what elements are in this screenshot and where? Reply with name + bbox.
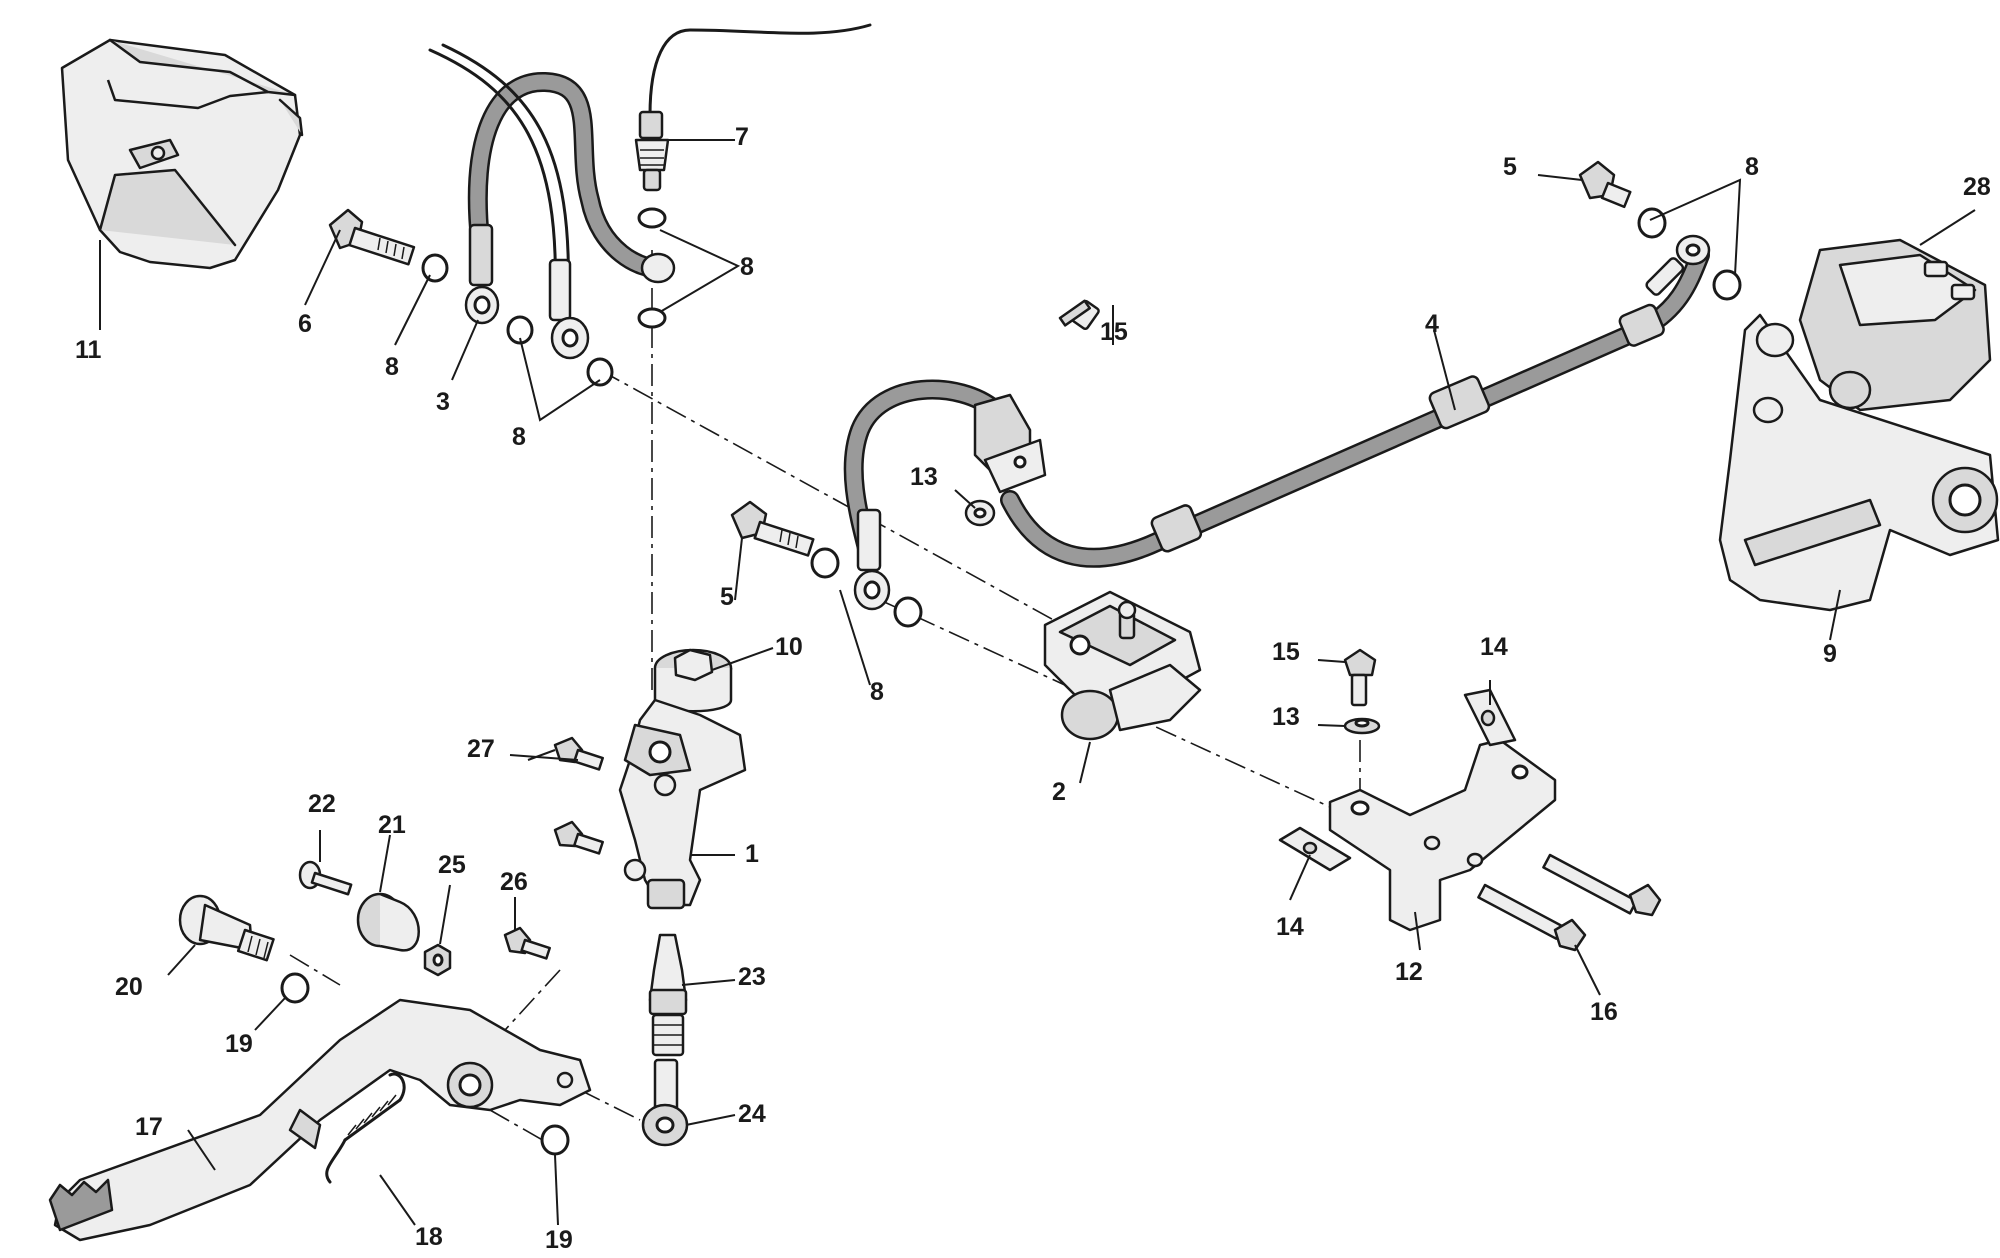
callout-18: 18: [415, 1223, 443, 1251]
part-17-brake-pedal: [48, 998, 592, 1242]
callout-28: 28: [1963, 173, 1991, 201]
leader-lines: [99, 139, 1976, 1226]
callout-16: 16: [1590, 998, 1618, 1026]
part-26-bolt: [503, 926, 551, 960]
callout-25: 25: [438, 851, 466, 879]
callout-15-top: 15: [1100, 318, 1128, 346]
part-13-washer-lower: [1343, 717, 1381, 735]
part-18-return-spring: [325, 1072, 406, 1184]
part-7-hose-fitting: [634, 110, 670, 192]
part-16-bracket-bolts: [1477, 853, 1662, 952]
part-9-caliper-bracket: [1718, 313, 2000, 612]
part-19-circlip-upper: [280, 972, 310, 1004]
callout-7: 7: [735, 123, 749, 151]
hose-middle: [843, 379, 1005, 611]
part-21-bushing: [356, 892, 420, 952]
part-27-mounting-bolts: [553, 736, 604, 855]
callout-12: 12: [1395, 958, 1423, 986]
part-6-banjo-bolt: [328, 208, 416, 266]
callout-15-lower: 15: [1272, 638, 1300, 666]
callout-5-right: 5: [1503, 153, 1517, 181]
callout-26: 26: [500, 868, 528, 896]
callout-8-a: 8: [385, 353, 399, 381]
washers-middle: [810, 547, 923, 628]
callout-10: 10: [775, 633, 803, 661]
callout-8-d: 8: [870, 678, 884, 706]
callout-4: 4: [1425, 310, 1439, 338]
callout-8-c: 8: [740, 253, 754, 281]
part-19-circlip-lower: [540, 1124, 570, 1156]
callout-1: 1: [745, 840, 759, 868]
part-28-caliper-body: [1752, 238, 1992, 424]
part-11-guard-cover: [60, 38, 304, 270]
part-15-bolt-top: [1058, 299, 1100, 331]
part-10-reservoir-cap: [653, 648, 733, 713]
callout-19-upper: 19: [225, 1030, 253, 1058]
callout-24: 24: [738, 1100, 766, 1128]
part-15-bolt-lower: [1343, 648, 1377, 707]
callout-27: 27: [467, 735, 495, 763]
part-12-mounting-bracket: [1328, 738, 1557, 932]
part-3-banjo-fitting: [464, 223, 590, 360]
callout-22: 22: [308, 790, 336, 818]
callout-8-e: 8: [1745, 153, 1759, 181]
part-24-clevis: [641, 1058, 689, 1147]
callout-21: 21: [378, 811, 406, 839]
part-23-pushrod: [648, 933, 688, 1057]
callout-5-middle: 5: [720, 583, 734, 611]
callout-9: 9: [1823, 640, 1837, 668]
callout-2: 2: [1052, 778, 1066, 806]
part-14-clip-lower: [1278, 826, 1352, 872]
hose-clamp-bracket: [973, 393, 1047, 494]
part-25-nut: [423, 943, 452, 977]
part-5-banjo-bolt-right: [1578, 160, 1632, 209]
callout-14-lower: 14: [1276, 913, 1304, 941]
callout-17: 17: [135, 1113, 163, 1141]
callout-13-top: 13: [910, 463, 938, 491]
callout-3: 3: [436, 388, 450, 416]
callout-14-upper: 14: [1480, 633, 1508, 661]
part-14-clip-upper: [1463, 688, 1517, 747]
callout-13-lower: 13: [1272, 703, 1300, 731]
part-20-pivot-bolt: [178, 894, 275, 962]
part-1-master-cylinder: [618, 698, 747, 910]
callout-labels: 1 2 3 4 5 5 6 7 8 8 8 8 8 9 10 11 12 13 …: [75, 123, 1991, 1254]
part-5-banjo-bolt-middle: [730, 500, 815, 557]
hoses-top: [428, 23, 872, 302]
part-4-rear-brake-hose: [1000, 234, 1711, 568]
callout-23: 23: [738, 963, 766, 991]
callout-11: 11: [75, 336, 102, 364]
washers-top: [421, 207, 676, 387]
callout-19-lower: 19: [545, 1226, 573, 1254]
callout-8-b: 8: [512, 423, 526, 451]
part-2-brake-unit: [1043, 590, 1202, 741]
callout-20: 20: [115, 973, 143, 1001]
callout-6: 6: [298, 310, 312, 338]
part-22-bolt: [298, 860, 353, 896]
